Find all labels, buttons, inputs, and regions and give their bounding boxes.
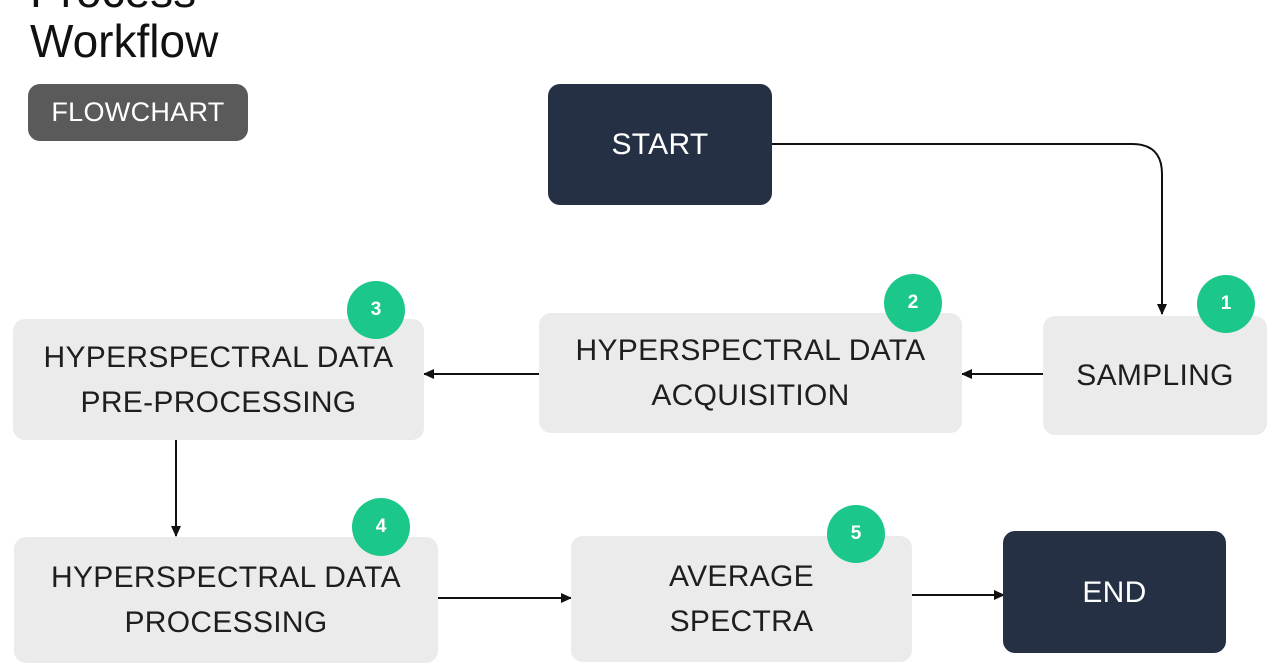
step-badge-5: 5: [827, 505, 885, 563]
step-badge-2: 2: [884, 274, 942, 332]
preprocessing-label-line-1: HYPERSPECTRAL DATA: [43, 340, 394, 374]
step-badge-4: 4: [352, 498, 410, 556]
processing-node: HYPERSPECTRAL DATA PROCESSING: [14, 537, 438, 663]
step-badge-3: 3: [347, 281, 405, 339]
acquisition-label-line-2: ACQUISITION: [651, 379, 850, 412]
flowchart-tag: FLOWCHART: [28, 84, 248, 141]
page-title: Process Workflow: [30, 0, 218, 66]
sampling-node: SAMPLING: [1043, 316, 1267, 435]
acquisition-label-line-1: HYPERSPECTRAL DATA: [575, 334, 926, 367]
step-badge-1: 1: [1197, 275, 1255, 333]
edge-start-to-sampling: [772, 143, 1167, 315]
preprocessing-label-line-2: PRE-PROCESSING: [80, 385, 357, 419]
preprocessing-node: HYPERSPECTRAL DATA PRE-PROCESSING: [13, 319, 424, 440]
title-line-2: Workflow: [30, 15, 219, 67]
average-label-line-1: AVERAGE: [669, 560, 814, 593]
start-node: START: [548, 84, 772, 205]
processing-label-line-1: HYPERSPECTRAL DATA: [51, 561, 401, 594]
processing-label-line-2: PROCESSING: [124, 606, 328, 639]
title-line-1: Process: [30, 0, 218, 16]
start-label: START: [611, 128, 709, 161]
connector-layer: [171, 143, 1167, 603]
average-label-line-2: SPECTRA: [669, 605, 814, 638]
acquisition-node: HYPERSPECTRAL DATA ACQUISITION: [539, 313, 962, 433]
end-node: END: [1003, 531, 1226, 653]
end-label: END: [1082, 575, 1147, 609]
sampling-label: SAMPLING: [1076, 359, 1234, 392]
